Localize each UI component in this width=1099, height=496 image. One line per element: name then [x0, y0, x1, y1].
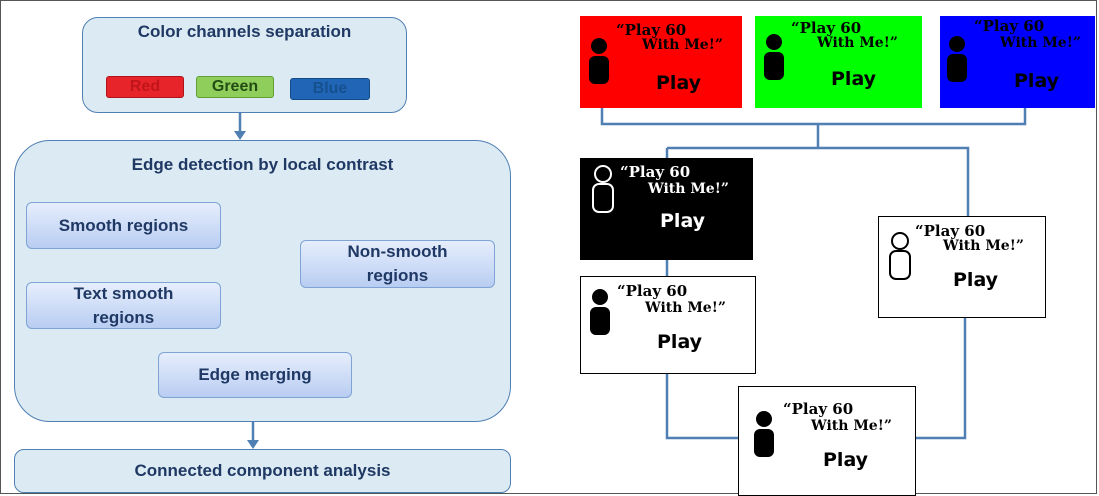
withme-line: With Me!”: [1000, 35, 1081, 51]
withme-line: With Me!”: [642, 37, 723, 53]
smooth-regions-node: Smooth regions: [26, 202, 221, 249]
merged-edges-image: “Play 60 With Me!” Play: [738, 386, 916, 496]
person-figure-icon: [590, 289, 610, 335]
play-line: Play: [823, 449, 869, 471]
play60-line: “Play 60: [616, 21, 687, 39]
green-channel-image: “Play 60 With Me!” Play: [755, 16, 922, 108]
play-line: Play: [660, 210, 706, 232]
channel-blue-chip: Blue: [290, 78, 370, 100]
edge-detection-title: Edge detection by local contrast: [131, 155, 394, 174]
text-smooth-image: “Play 60 With Me!” Play: [580, 276, 756, 374]
play60-line: “Play 60: [915, 222, 986, 240]
person-figure-icon: [764, 34, 784, 80]
smooth-edges-image: “Play 60 With Me!” Play: [580, 158, 753, 260]
person-figure-icon: [592, 165, 614, 213]
withme-line: With Me!”: [943, 238, 1024, 254]
play-line: Play: [657, 331, 703, 353]
play60-line: “Play 60: [617, 282, 688, 300]
nonsmooth-edges-image: “Play 60 With Me!” Play: [878, 216, 1046, 318]
withme-line: With Me!”: [811, 418, 892, 434]
withme-line: With Me!”: [817, 35, 898, 51]
play-line: Play: [656, 72, 702, 94]
color-separation-title: Color channels separation: [137, 22, 352, 41]
person-figure-icon: [589, 38, 609, 84]
person-figure-icon: [889, 232, 911, 280]
play-line: Play: [1014, 70, 1060, 92]
red-channel-image: “Play 60 With Me!” Play: [580, 16, 742, 108]
non-smooth-regions-node: Non-smooth regions: [300, 240, 495, 288]
withme-line: With Me!”: [645, 300, 726, 316]
cca-box: [14, 449, 511, 493]
edge-merging-node: Edge merging: [158, 352, 352, 398]
play60-line: “Play 60: [791, 19, 862, 37]
text-smooth-regions-node: Text smooth regions: [26, 282, 221, 329]
play60-line: “Play 60: [620, 163, 691, 181]
channel-red-chip: Red: [106, 76, 184, 98]
withme-line: With Me!”: [648, 181, 729, 197]
play60-line: “Play 60: [974, 17, 1045, 35]
person-figure-icon: [754, 411, 774, 457]
person-figure-icon: [947, 36, 967, 82]
play60-line: “Play 60: [783, 400, 854, 418]
play-line: Play: [831, 68, 877, 90]
blue-channel-image: “Play 60 With Me!” Play: [940, 16, 1095, 108]
cca-label: Connected component analysis: [134, 461, 391, 480]
play-line: Play: [953, 269, 999, 291]
channel-green-chip: Green: [196, 76, 274, 98]
